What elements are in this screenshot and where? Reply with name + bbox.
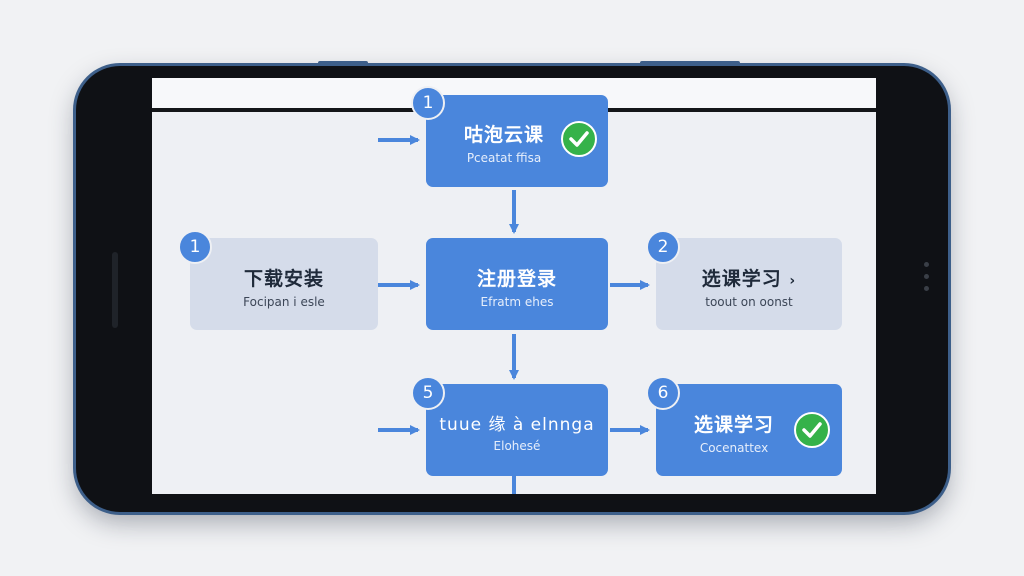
node-5-subtitle: Elohesé	[493, 439, 541, 453]
node-4-title-suffix: ›	[789, 273, 797, 289]
node-1-title: 咕泡云课	[463, 124, 544, 146]
node-2-subtitle: Focipan i esle	[243, 295, 325, 309]
flow-node-6: 选课学习 Cocenattex	[656, 384, 842, 476]
node-4-subtitle: toout on oonst	[705, 295, 793, 309]
step-badge-5: 5	[411, 376, 445, 410]
node-2-title: 下载安装	[243, 268, 324, 290]
step-badge-6: 6	[646, 376, 680, 410]
flow-arrows	[378, 135, 650, 494]
node-5-title: tuue 缘 à elnnga	[439, 415, 595, 435]
step-badge-3: 2	[646, 230, 680, 264]
node-4-title-text: 选课学习	[701, 268, 782, 290]
phone-screen: 咕泡云课 Pceatat ffisa 1 下载安装 Focipan i esle…	[152, 78, 876, 494]
step-badge-2: 1	[178, 230, 212, 264]
flow-node-1: 咕泡云课 Pceatat ffisa	[426, 95, 608, 187]
phone-speaker	[112, 252, 118, 328]
check-icon	[794, 412, 830, 448]
node-3-subtitle: Efratm ehes	[480, 295, 554, 309]
flow-node-5: tuue 缘 à elnnga Elohesé	[426, 384, 608, 476]
flow-node-2: 下载安装 Focipan i esle	[190, 238, 378, 330]
phone-top-button-left	[318, 61, 368, 65]
flow-node-3: 注册登录 Efratm ehes	[426, 238, 608, 330]
node-4-title: 选课学习 ›	[656, 264, 842, 291]
check-icon	[561, 121, 597, 157]
node-3-title: 注册登录	[476, 268, 557, 290]
node-6-title: 选课学习	[693, 414, 774, 436]
phone-sensor	[924, 274, 929, 279]
node-6-subtitle: Cocenattex	[699, 441, 769, 455]
phone-sensor	[924, 262, 929, 267]
step-badge-1: 1	[411, 86, 445, 120]
node-1-subtitle: Pceatat ffisa	[466, 151, 542, 165]
phone-sensor	[924, 286, 929, 291]
phone-top-button-right	[640, 61, 740, 65]
flow-node-4: 选课学习 › toout on oonst	[656, 238, 842, 330]
